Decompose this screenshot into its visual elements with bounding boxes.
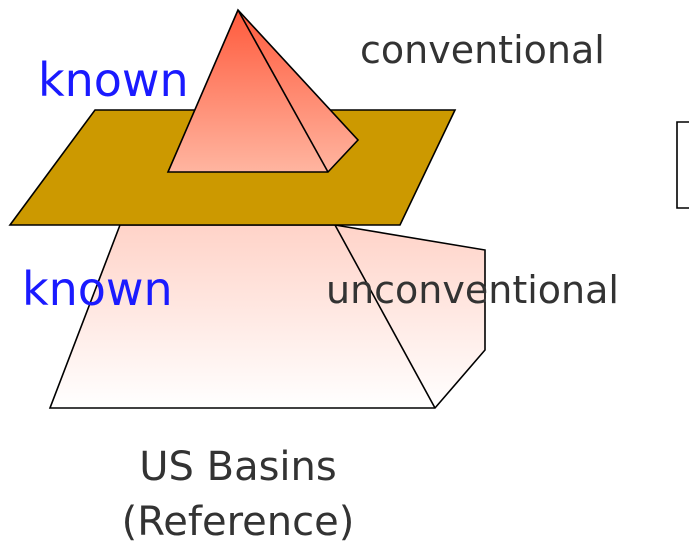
offscreen-box-outline <box>676 121 689 209</box>
top-pyramid-edge <box>237 9 329 173</box>
top-pyramid <box>166 8 360 173</box>
label-unconventional: unconventional <box>326 268 619 312</box>
top-pyramid-body <box>166 8 360 173</box>
label-known-bottom: known <box>22 262 173 316</box>
label-conventional: conventional <box>360 28 605 72</box>
label-known-top: known <box>38 53 189 107</box>
caption-line-1: US Basins <box>139 444 336 490</box>
caption-line-2: (Reference) <box>122 499 355 545</box>
lower-pyramid-edge <box>334 224 436 409</box>
lower-pyramid <box>48 224 486 409</box>
